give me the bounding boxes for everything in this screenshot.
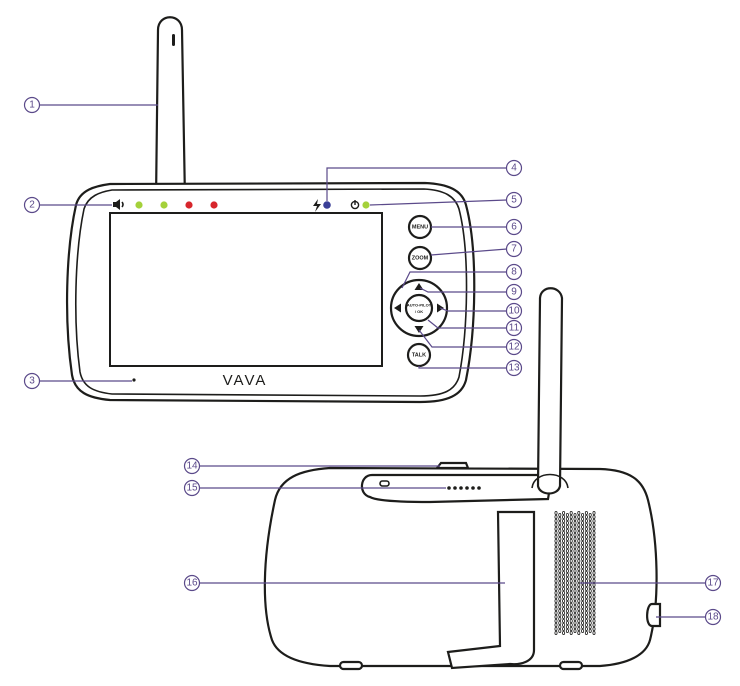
rubber-foot-right: [558, 660, 584, 671]
callout-14: 14: [183, 457, 201, 475]
svg-text:1: 1: [29, 100, 35, 111]
brand-logo: VAVA: [223, 372, 268, 389]
callout-15: 15: [183, 479, 201, 497]
housing-vent-dots: [447, 486, 481, 490]
antenna-slot: [172, 34, 175, 46]
svg-text:TALK: TALK: [412, 353, 426, 359]
callout-11: 11: [505, 319, 523, 337]
svg-text:3: 3: [29, 376, 35, 387]
callout-13: 13: [505, 359, 523, 377]
speaker-icon: [113, 199, 124, 210]
callout-7: 7: [505, 240, 523, 258]
svg-text:16: 16: [186, 578, 198, 589]
antenna-housing: [360, 473, 554, 504]
svg-text:14: 14: [186, 461, 198, 472]
speaker-grille: [554, 510, 596, 636]
callout-12: 12: [505, 338, 523, 356]
front-antenna: [154, 16, 187, 202]
menu-button[interactable]: MENU: [407, 214, 433, 240]
rubber-foot-left: [338, 660, 364, 671]
housing-slot: [379, 480, 390, 487]
svg-text:10: 10: [508, 306, 520, 317]
back-view: [263, 287, 662, 671]
callout-5: 5: [505, 191, 523, 209]
microphone-hole: [132, 378, 136, 382]
zoom-button[interactable]: ZOOM: [407, 245, 433, 271]
svg-text:AUTO-PILOT: AUTO-PILOT: [407, 303, 432, 308]
power-icon: [350, 200, 360, 210]
svg-text:/ OK: / OK: [415, 309, 423, 314]
callout-16: 16: [183, 574, 201, 592]
side-port[interactable]: [646, 602, 662, 628]
svg-text:15: 15: [186, 483, 198, 494]
callout-6: 6: [505, 218, 523, 236]
monitor-body-inner: [75, 188, 468, 397]
svg-text:12: 12: [508, 342, 520, 353]
kickstand: [446, 510, 536, 670]
svg-text:7: 7: [511, 244, 517, 255]
sound-level-led-2: [160, 201, 168, 209]
callout-1: 1: [23, 96, 41, 114]
callout-3: 3: [23, 372, 41, 390]
callout-17: 17: [704, 574, 722, 592]
callout-4: 4: [505, 159, 523, 177]
callout-8: 8: [505, 263, 523, 281]
sound-level-led-3: [185, 201, 193, 209]
sound-level-led-4: [210, 201, 218, 209]
callout-9: 9: [505, 283, 523, 301]
svg-text:4: 4: [511, 163, 517, 174]
svg-text:13: 13: [508, 363, 520, 374]
svg-text:18: 18: [707, 612, 719, 623]
antenna-hinge: [531, 473, 569, 489]
power-led: [362, 201, 370, 209]
svg-text:MENU: MENU: [412, 225, 428, 231]
callouts: 1 2 3 4 5 6 7 8 9 10 11 12 13: [23, 96, 722, 626]
callout-10: 10: [505, 302, 523, 320]
talk-button[interactable]: TALK: [406, 342, 432, 368]
lightning-icon: [313, 199, 321, 212]
svg-text:ZOOM: ZOOM: [412, 256, 429, 262]
svg-text:17: 17: [707, 578, 719, 589]
svg-text:8: 8: [511, 267, 517, 278]
rear-antenna: [536, 287, 564, 495]
callout-18: 18: [704, 608, 722, 626]
arrow-down-icon[interactable]: [414, 326, 424, 333]
charging-led: [323, 201, 331, 209]
callout-2: 2: [23, 196, 41, 214]
arrow-left-icon[interactable]: [394, 303, 401, 313]
auto-pilot-ok-button[interactable]: AUTO-PILOT / OK: [404, 293, 434, 323]
svg-text:5: 5: [511, 195, 517, 206]
front-view: VAVA MENU ZOOM: [65, 16, 476, 404]
svg-text:9: 9: [511, 287, 517, 298]
top-side-button[interactable]: [434, 461, 470, 470]
svg-text:11: 11: [509, 323, 520, 334]
display-screen: [109, 212, 383, 367]
svg-text:2: 2: [29, 200, 35, 211]
sound-level-led-1: [135, 201, 143, 209]
svg-text:6: 6: [511, 222, 517, 233]
